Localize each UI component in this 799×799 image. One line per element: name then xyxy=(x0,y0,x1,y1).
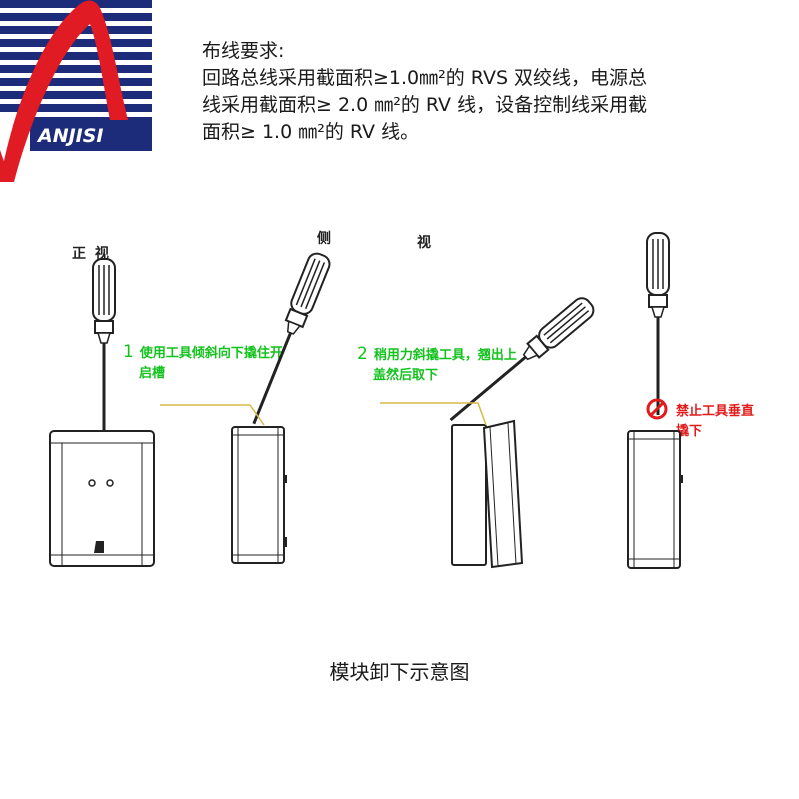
anjisi-logo: ANJISI xyxy=(0,0,152,182)
requirements-heading: 布线要求: xyxy=(202,40,285,62)
removal-diagram xyxy=(49,232,683,569)
front-view-label: 正 视 xyxy=(72,246,111,262)
side-view-2-drawing xyxy=(380,293,599,569)
warning-line-1: 禁止工具垂直 xyxy=(676,404,755,419)
step-2-number: 2 xyxy=(357,344,368,364)
requirements-line-2: 线采用截面积≥ 2.0 ㎜²的 RV 线，设备控制线采用截 xyxy=(202,94,648,116)
step-1-line-1: 使用工具倾斜向下撬住开 xyxy=(139,346,283,361)
step-1-note: 1 使用工具倾斜向下撬住开 启槽 xyxy=(123,342,283,384)
side-view-1-drawing xyxy=(160,249,334,564)
requirements-line-1: 回路总线采用截面积≥1.0㎜²的 RVS 双绞线，电源总 xyxy=(202,67,648,89)
logo-text: ANJISI xyxy=(36,125,104,147)
prohibited-icon xyxy=(646,398,668,420)
step-2-note: 2 稍用力斜撬工具，翘出上 盖然后取下 xyxy=(357,344,517,386)
step-1-line-2: 启槽 xyxy=(139,366,166,381)
warning-note: 禁止工具垂直 撬下 xyxy=(676,402,754,442)
forbidden-view-drawing xyxy=(627,232,683,569)
requirements-line-3: 面积≥ 1.0 ㎜²的 RV 线。 xyxy=(202,121,420,143)
wiring-requirements: 布线要求: 回路总线采用截面积≥1.0㎜²的 RVS 双绞线，电源总 线采用截面… xyxy=(202,38,762,146)
front-view-drawing xyxy=(49,258,155,567)
warning-line-2: 撬下 xyxy=(676,424,703,439)
step-2-line-2: 盖然后取下 xyxy=(373,368,439,383)
step-1-number: 1 xyxy=(123,342,134,362)
diagram-caption: 模块卸下示意图 xyxy=(329,660,470,684)
step-2-line-1: 稍用力斜撬工具，翘出上 xyxy=(373,348,517,363)
side-view-label-2: 视 xyxy=(417,235,433,251)
side-view-label-1: 侧 xyxy=(317,231,333,247)
